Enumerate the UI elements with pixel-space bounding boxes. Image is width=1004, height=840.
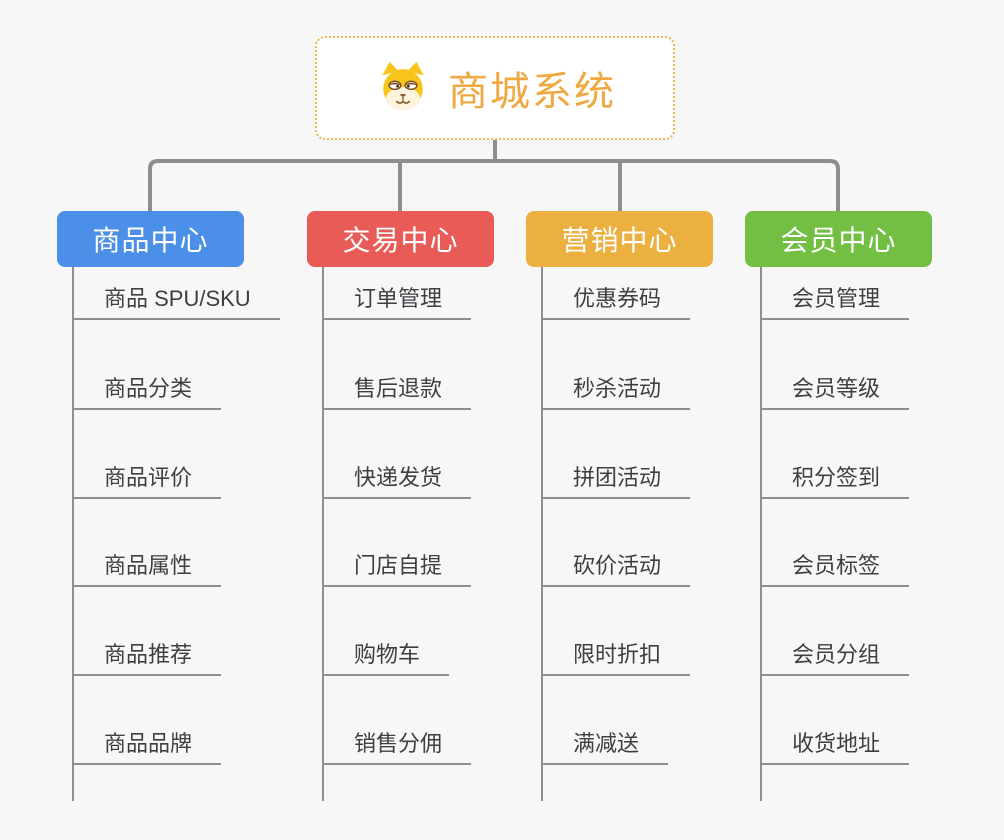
child-topic[interactable]: 销售分佣: [322, 731, 472, 765]
child-topic[interactable]: 满减送: [541, 731, 669, 765]
child-topic[interactable]: 售后退款: [322, 376, 472, 410]
child-topic[interactable]: 会员标签: [760, 553, 910, 587]
shiba-dog-icon: [374, 61, 432, 115]
child-topic[interactable]: 购物车: [322, 642, 450, 676]
branch-trunk-line: [322, 267, 324, 801]
child-topic[interactable]: 门店自提: [322, 553, 472, 587]
branch-header-trade[interactable]: 交易中心: [307, 211, 494, 267]
child-topic[interactable]: 收货地址: [760, 731, 910, 765]
child-topic[interactable]: 积分签到: [760, 465, 910, 499]
child-topic[interactable]: 优惠券码: [541, 286, 691, 320]
child-topic[interactable]: 商品评价: [72, 465, 222, 499]
child-topic[interactable]: 会员分组: [760, 642, 910, 676]
child-topic[interactable]: 快递发货: [322, 465, 472, 499]
root-node[interactable]: 商城系统: [315, 36, 675, 140]
bus-line: [148, 159, 840, 211]
child-topic[interactable]: 商品属性: [72, 553, 222, 587]
root-title: 商城系统: [448, 70, 616, 114]
branch-trunk-line: [541, 267, 543, 801]
child-topic[interactable]: 限时折扣: [541, 642, 691, 676]
branch-products: 商品中心 商品 SPU/SKU 商品分类商品评价商品属性商品推荐商品品牌: [57, 211, 297, 811]
child-topic[interactable]: 订单管理: [322, 286, 472, 320]
child-topic[interactable]: 商品推荐: [72, 642, 222, 676]
child-topic[interactable]: 秒杀活动: [541, 376, 691, 410]
branch-header-products[interactable]: 商品中心: [57, 211, 244, 267]
branch-trunk-line: [72, 267, 74, 801]
child-topic[interactable]: 商品 SPU/SKU: [72, 286, 280, 320]
branch-header-members[interactable]: 会员中心: [745, 211, 932, 267]
child-topic[interactable]: 会员管理: [760, 286, 910, 320]
child-topic[interactable]: 拼团活动: [541, 465, 691, 499]
child-topic[interactable]: 砍价活动: [541, 553, 691, 587]
branch-marketing: 营销中心 优惠券码秒杀活动拼团活动砍价活动限时折扣满减送: [526, 211, 766, 811]
branch-trunk-line: [760, 267, 762, 801]
branch-header-marketing[interactable]: 营销中心: [526, 211, 713, 267]
branch-members: 会员中心 会员管理会员等级积分签到会员标签会员分组收货地址: [745, 211, 985, 811]
child-topic[interactable]: 会员等级: [760, 376, 910, 410]
child-topic[interactable]: 商品分类: [72, 376, 222, 410]
child-topic[interactable]: 商品品牌: [72, 731, 222, 765]
branch-trade: 交易中心 订单管理售后退款快递发货门店自提购物车销售分佣: [307, 211, 547, 811]
